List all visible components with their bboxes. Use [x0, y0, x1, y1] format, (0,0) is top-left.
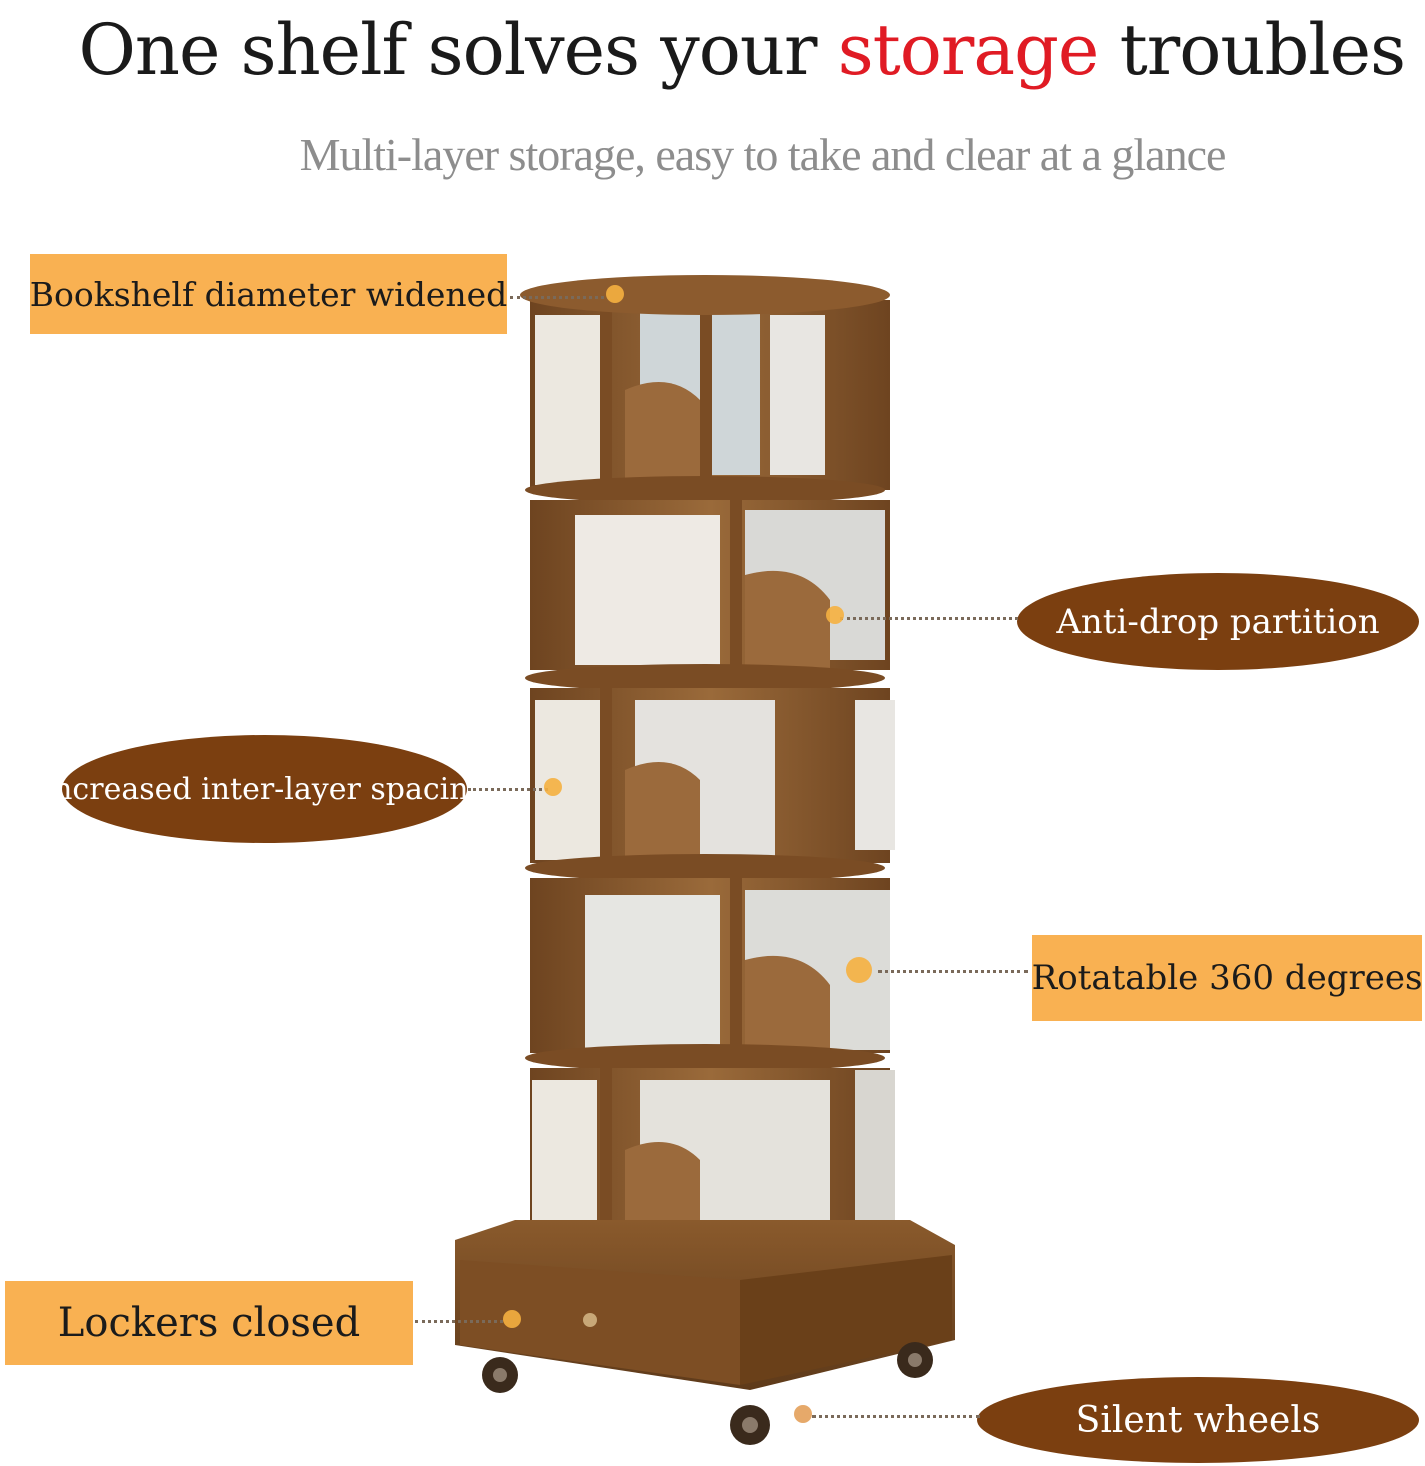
connector-lockers [415, 1320, 503, 1323]
headline-accent: storage [837, 9, 1100, 91]
callout-rotatable: Rotatable 360 degrees [1032, 935, 1422, 1021]
base-cabinet [455, 1220, 955, 1445]
connector-partition [840, 617, 1018, 620]
tier-2 [525, 485, 890, 692]
connector-diameter [510, 296, 610, 299]
connector-spacing [468, 788, 548, 791]
bookshelf-illustration [455, 275, 955, 1445]
marker-partition [826, 606, 844, 624]
callout-anti-drop-partition: Anti-drop partition [1017, 573, 1419, 670]
connector-wheels [812, 1415, 980, 1418]
marker-lockers [503, 1310, 521, 1328]
callout-diameter: Bookshelf diameter widened [30, 254, 507, 334]
marker-diameter [606, 285, 624, 303]
connector-rotate [878, 970, 1028, 973]
tier-4 [525, 870, 890, 1072]
headline: One shelf solves your storage troubles [0, 0, 1425, 100]
headline-part1: One shelf solves your [78, 9, 838, 91]
tier-5 [530, 1060, 895, 1255]
callout-inter-layer-spacing: Increased inter-layer spacing [41, 735, 488, 843]
callout-lockers-closed: Lockers closed [5, 1281, 413, 1365]
marker-wheels [794, 1405, 812, 1423]
marker-rotate [846, 957, 872, 983]
tier-1 [520, 275, 890, 504]
marker-spacing [544, 778, 562, 796]
subheadline: Multi-layer storage, easy to take and cl… [299, 129, 1227, 180]
tier-3 [525, 680, 895, 882]
callout-silent-wheels: Silent wheels [977, 1377, 1419, 1463]
headline-part2: troubles [1098, 9, 1406, 91]
